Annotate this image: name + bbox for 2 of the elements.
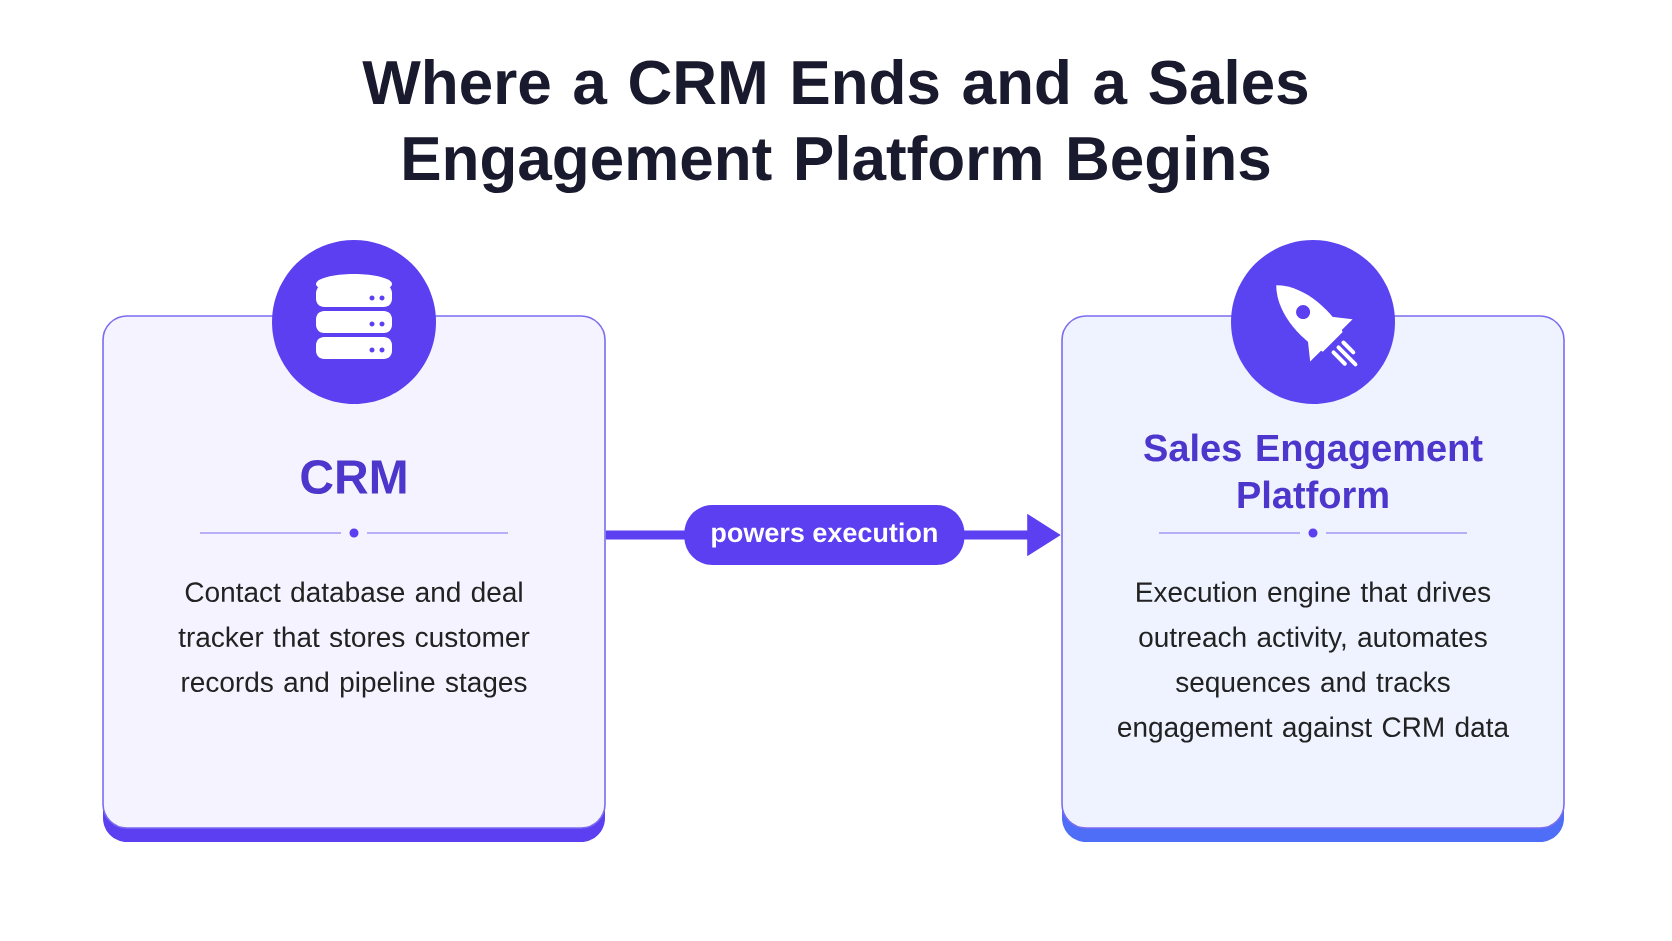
title: Where a CRM Ends and a Sales Engagement Platform Begins [362, 58, 1308, 194]
edge-label: powers execution [712, 522, 937, 548]
